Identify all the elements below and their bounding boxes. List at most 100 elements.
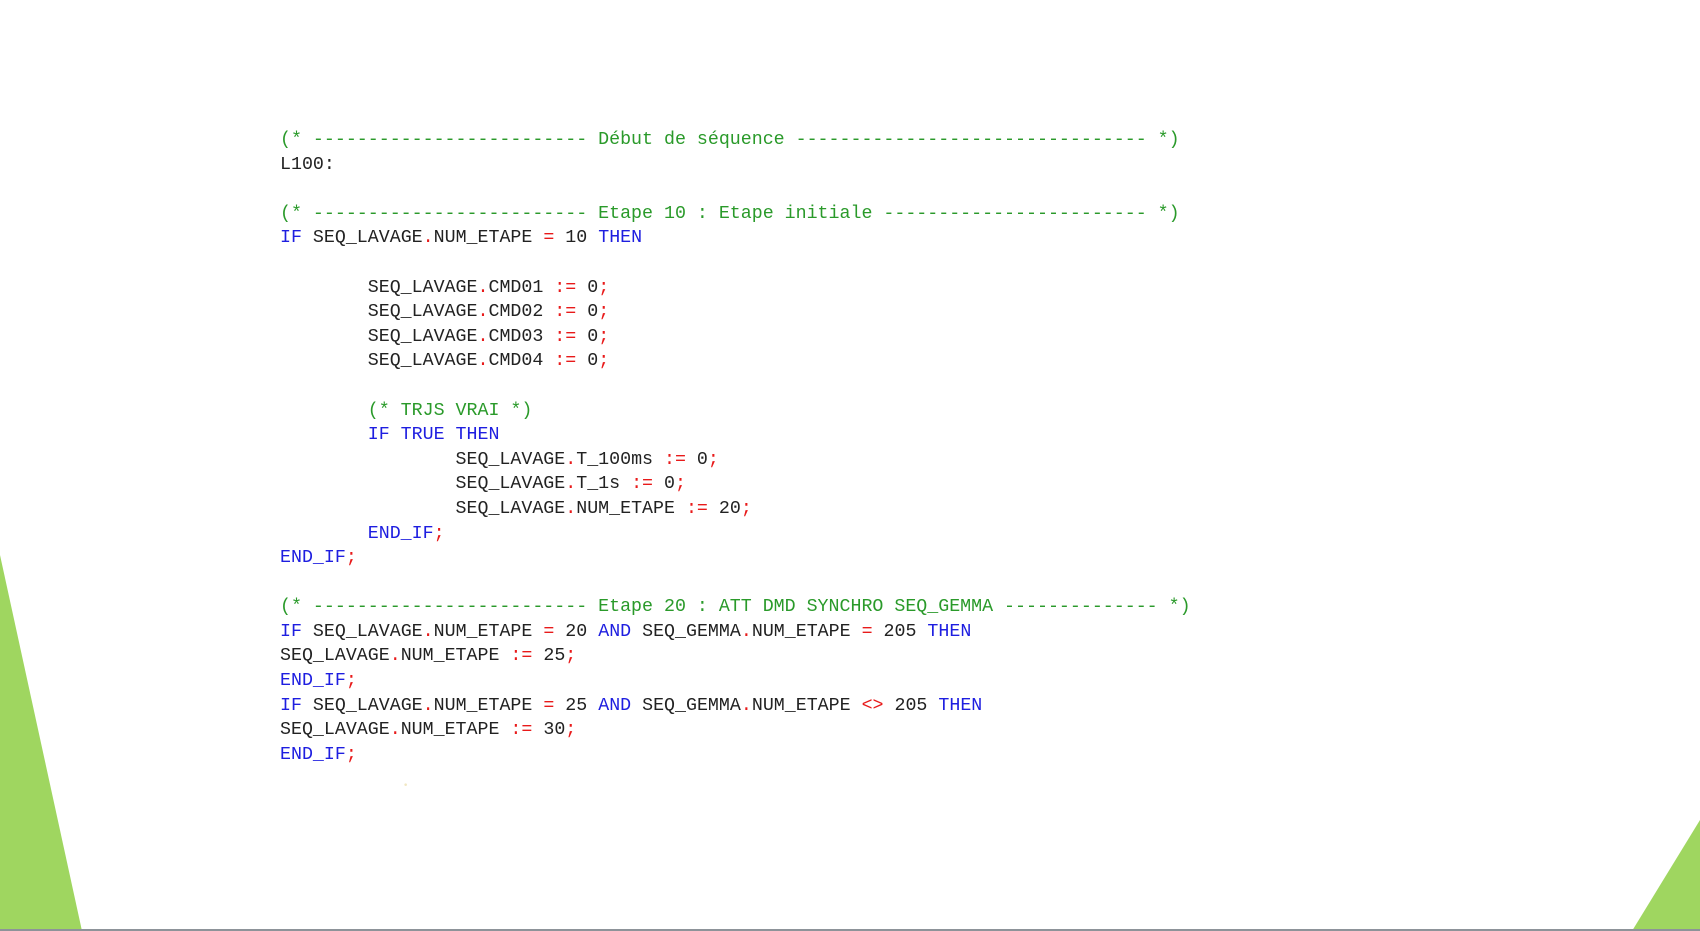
code-text: CMD03 — [488, 326, 555, 347]
code-line: SEQ_LAVAGE.CMD01 := 0; — [280, 276, 1191, 301]
code-operator: := — [554, 277, 577, 298]
code-line: (* ------------------------- Etape 20 : … — [280, 595, 1191, 620]
code-operator: . — [477, 277, 489, 298]
code-text: SEQ_LAVAGE — [280, 326, 478, 347]
code-text: SEQ_LAVAGE — [301, 695, 423, 716]
code-keyword: END_IF — [280, 671, 346, 692]
code-operator: . — [389, 646, 401, 667]
code-line: IF TRUE THEN — [280, 423, 1191, 448]
code-line: (* TRJS VRAI *) — [280, 399, 1191, 424]
code-operator: ; — [345, 744, 357, 765]
code-operator: . — [565, 498, 577, 519]
code-text: 30 — [532, 720, 566, 741]
code-comment: (* TRJS VRAI *) — [280, 400, 533, 421]
code-line: SEQ_LAVAGE.NUM_ETAPE := 25; — [280, 644, 1191, 669]
code-line — [280, 177, 1191, 202]
code-line: END_IF; — [280, 669, 1191, 694]
code-text: CMD04 — [488, 351, 555, 372]
code-keyword: IF — [280, 228, 302, 249]
stray-mark: · — [402, 772, 410, 797]
code-line: SEQ_LAVAGE.CMD04 := 0; — [280, 349, 1191, 374]
code-operator: = — [543, 621, 555, 642]
code-operator: ; — [740, 498, 752, 519]
code-operator: := — [554, 351, 577, 372]
code-text: NUM_ETAPE — [433, 228, 544, 249]
code-keyword: IF — [280, 621, 302, 642]
code-line — [280, 571, 1191, 596]
slide-bottom-border — [0, 929, 1700, 931]
code-text: SEQ_LAVAGE — [280, 474, 566, 495]
code-text: 205 — [883, 695, 939, 716]
code-keyword: END_IF — [280, 744, 346, 765]
code-line: SEQ_LAVAGE.T_1s := 0; — [280, 472, 1191, 497]
code-keyword: IF — [280, 695, 302, 716]
code-operator: . — [389, 720, 401, 741]
code-line — [280, 374, 1191, 399]
code-operator: := — [510, 646, 533, 667]
code-text: NUM_ETAPE — [433, 695, 544, 716]
code-text: SEQ_GEMMA — [631, 695, 741, 716]
code-operator: ; — [598, 277, 610, 298]
code-line: IF SEQ_LAVAGE.NUM_ETAPE = 25 AND SEQ_GEM… — [280, 694, 1191, 719]
code-line: SEQ_LAVAGE.NUM_ETAPE := 20; — [280, 497, 1191, 522]
code-text: 0 — [576, 277, 599, 298]
code-operator: := — [685, 498, 708, 519]
code-operator: . — [422, 621, 434, 642]
code-operator: := — [663, 449, 686, 470]
code-text: SEQ_LAVAGE — [280, 302, 478, 323]
code-operator: ; — [345, 548, 357, 569]
code-text: SEQ_LAVAGE — [280, 449, 566, 470]
code-operator: := — [631, 474, 654, 495]
code-text: 0 — [653, 474, 675, 495]
code-text: SEQ_LAVAGE — [280, 351, 478, 372]
code-operator: . — [565, 449, 577, 470]
code-operator: ; — [674, 474, 686, 495]
code-keyword: THEN — [938, 695, 983, 716]
code-text: 0 — [576, 326, 599, 347]
code-text: SEQ_LAVAGE — [280, 720, 390, 741]
code-line — [280, 251, 1191, 276]
code-line: SEQ_LAVAGE.NUM_ETAPE := 30; — [280, 718, 1191, 743]
code-text: NUM_ETAPE — [400, 720, 511, 741]
code-line: IF SEQ_LAVAGE.NUM_ETAPE = 20 AND SEQ_GEM… — [280, 620, 1191, 645]
code-operator: ; — [598, 302, 610, 323]
code-operator: ; — [565, 720, 577, 741]
code-operator: ; — [598, 326, 610, 347]
code-line: SEQ_LAVAGE.CMD03 := 0; — [280, 325, 1191, 350]
code-text: 0 — [576, 351, 599, 372]
code-line: IF SEQ_LAVAGE.NUM_ETAPE = 10 THEN — [280, 226, 1191, 251]
code-text: NUM_ETAPE — [433, 621, 544, 642]
left-green-triangle — [0, 555, 82, 931]
code-text: SEQ_LAVAGE — [280, 498, 566, 519]
code-keyword: END_IF — [280, 523, 434, 544]
code-operator: . — [740, 695, 752, 716]
code-listing: (* ------------------------- Début de sé… — [280, 128, 1191, 767]
code-operator: := — [554, 302, 577, 323]
code-operator: . — [565, 474, 577, 495]
right-green-triangle — [1632, 820, 1700, 931]
code-text: NUM_ETAPE — [751, 695, 862, 716]
code-text: SEQ_LAVAGE — [301, 621, 423, 642]
code-operator: ; — [598, 351, 610, 372]
code-operator: . — [477, 351, 489, 372]
code-text: 20 — [554, 621, 599, 642]
code-text: NUM_ETAPE — [751, 621, 862, 642]
code-keyword: AND — [598, 621, 632, 642]
code-line: (* ------------------------- Etape 10 : … — [280, 202, 1191, 227]
code-line: (* ------------------------- Début de sé… — [280, 128, 1191, 153]
code-operator: . — [477, 302, 489, 323]
code-text: 10 — [554, 228, 599, 249]
code-text: T_1s — [576, 474, 632, 495]
code-operator: = — [543, 695, 555, 716]
code-line: END_IF; — [280, 522, 1191, 547]
code-text: 25 — [532, 646, 566, 667]
code-operator: . — [422, 228, 434, 249]
code-operator: ; — [433, 523, 445, 544]
code-line: SEQ_LAVAGE.CMD02 := 0; — [280, 300, 1191, 325]
code-text: CMD02 — [488, 302, 555, 323]
code-operator: ; — [707, 449, 719, 470]
code-text: SEQ_LAVAGE — [280, 646, 390, 667]
code-keyword: THEN — [598, 228, 643, 249]
code-text: L100: — [280, 154, 335, 175]
